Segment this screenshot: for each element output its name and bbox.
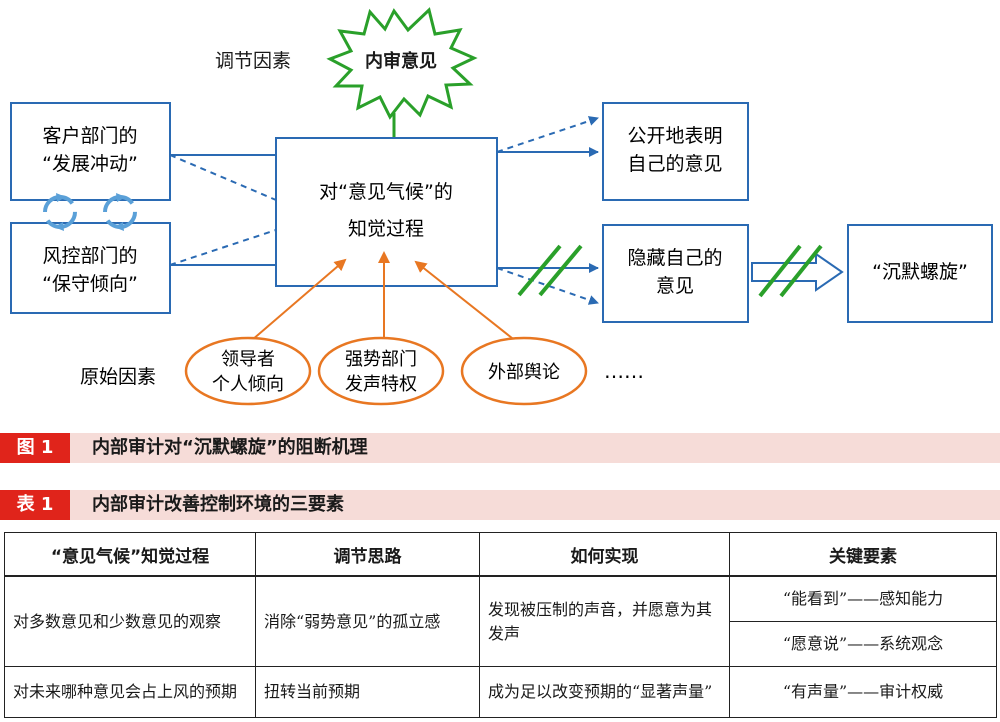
hide-box-line2: 意见 <box>656 275 694 297</box>
hide-opinion-box: 隐藏自己的 意见 <box>602 224 749 323</box>
public-opinion-box: 公开地表明 自己的意见 <box>602 102 749 201</box>
cell-perception: 对多数意见和少数意见的观察 <box>4 575 256 667</box>
cycle-icon <box>43 193 77 231</box>
block-mark <box>517 244 562 297</box>
moderator-label: 调节因素 <box>215 50 291 72</box>
header-key-elements: 关键要素 <box>729 532 997 577</box>
table-header-row: “意见气候”知觉过程 调节思路 如何实现 关键要素 <box>4 532 997 577</box>
cell-approach: 扭转当前预期 <box>255 666 480 718</box>
center-box-line2: 知觉过程 <box>348 218 424 240</box>
perception-process-box: 对“意见气候”的 知觉过程 <box>275 137 498 287</box>
leader-line1: 领导者 <box>221 349 275 370</box>
three-elements-table: “意见气候”知觉过程 调节思路 如何实现 关键要素 对多数意见和少数意见的观察 … <box>4 532 997 718</box>
hollow-arrow-to-spiral <box>751 252 844 292</box>
moderator-burst-shape <box>326 7 478 120</box>
table-caption-tag: 表 1 <box>0 490 70 520</box>
table-row: 对未来哪种意见会占上风的预期 扭转当前预期 成为足以改变预期的“显著声量” “有… <box>4 666 997 718</box>
figure-caption-text: 内部审计对“沉默螺旋”的阻断机理 <box>92 437 368 458</box>
cycle-icon <box>103 193 137 231</box>
center-box-line1: 对“意见气候”的 <box>319 181 453 203</box>
external-opinion-arrow <box>414 260 523 347</box>
to-public-dashed-arrow <box>496 116 599 153</box>
origin-label: 原始因素 <box>80 366 156 388</box>
leader-arrow <box>251 258 347 341</box>
cell-realization: 成为足以改变预期的“显著声量” <box>479 666 730 718</box>
cell-key-element: “愿意说”——系统观念 <box>729 621 997 667</box>
strong-dept-ellipse: 强势部门 发声特权 <box>317 336 445 406</box>
mechanism-diagram: 调节因素 内审意见 客户部门的 “发展冲动” 风控部门的 “保守倾向” 对“意见… <box>10 7 993 406</box>
risk-box-line1: 风控部门的 <box>42 245 137 267</box>
client-box-line2: “发展冲动” <box>42 153 138 175</box>
risk-dashed-link <box>169 229 277 266</box>
spiral-box-label: “沉默螺旋” <box>872 261 968 283</box>
figure-caption-tag: 图 1 <box>0 433 70 463</box>
strong-line2: 发声特权 <box>345 374 417 395</box>
table-caption-text: 内部审计改善控制环境的三要素 <box>92 494 344 515</box>
block-mark <box>538 244 583 297</box>
hide-box-line1: 隐藏自己的 <box>627 247 722 269</box>
cell-approach: 消除“弱势意见”的孤立感 <box>255 575 480 667</box>
client-dashed-link <box>169 154 277 201</box>
client-department-box: 客户部门的 “发展冲动” <box>10 102 171 201</box>
external-opinion-label: 外部舆论 <box>488 362 560 383</box>
header-approach: 调节思路 <box>255 532 480 577</box>
risk-box-line2: “保守倾向” <box>42 273 138 295</box>
strong-line1: 强势部门 <box>345 349 417 370</box>
header-perception: “意见气候”知觉过程 <box>4 532 256 577</box>
external-opinion-ellipse: 外部舆论 <box>460 336 588 406</box>
figure-caption-bar: 图 1 内部审计对“沉默螺旋”的阻断机理 <box>0 433 1000 463</box>
cell-realization: 发现被压制的声音，并愿意为其发声 <box>479 575 730 667</box>
header-realization: 如何实现 <box>479 532 730 577</box>
cell-perception: 对未来哪种意见会占上风的预期 <box>4 666 256 718</box>
public-box-line2: 自己的意见 <box>627 153 722 175</box>
to-hide-dashed-arrow <box>496 267 599 305</box>
block-mark <box>758 244 802 298</box>
cell-key-element: “有声量”——审计权威 <box>729 666 997 718</box>
moderator-burst-label: 内审意见 <box>365 50 437 72</box>
cell-key-element: “能看到”——感知能力 <box>729 575 997 622</box>
leader-line2: 个人倾向 <box>212 374 284 395</box>
leader-ellipse: 领导者 个人倾向 <box>184 336 312 406</box>
client-box-line1: 客户部门的 <box>42 125 137 147</box>
public-box-line1: 公开地表明 <box>627 125 722 147</box>
block-mark <box>779 244 823 298</box>
table-row: 对多数意见和少数意见的观察 消除“弱势意见”的孤立感 发现被压制的声音，并愿意为… <box>4 575 997 667</box>
table-caption-bar: 表 1 内部审计改善控制环境的三要素 <box>0 490 1000 520</box>
more-factors-ellipsis: …… <box>604 359 644 383</box>
silence-spiral-box: “沉默螺旋” <box>847 224 993 323</box>
risk-department-box: 风控部门的 “保守倾向” <box>10 222 171 314</box>
